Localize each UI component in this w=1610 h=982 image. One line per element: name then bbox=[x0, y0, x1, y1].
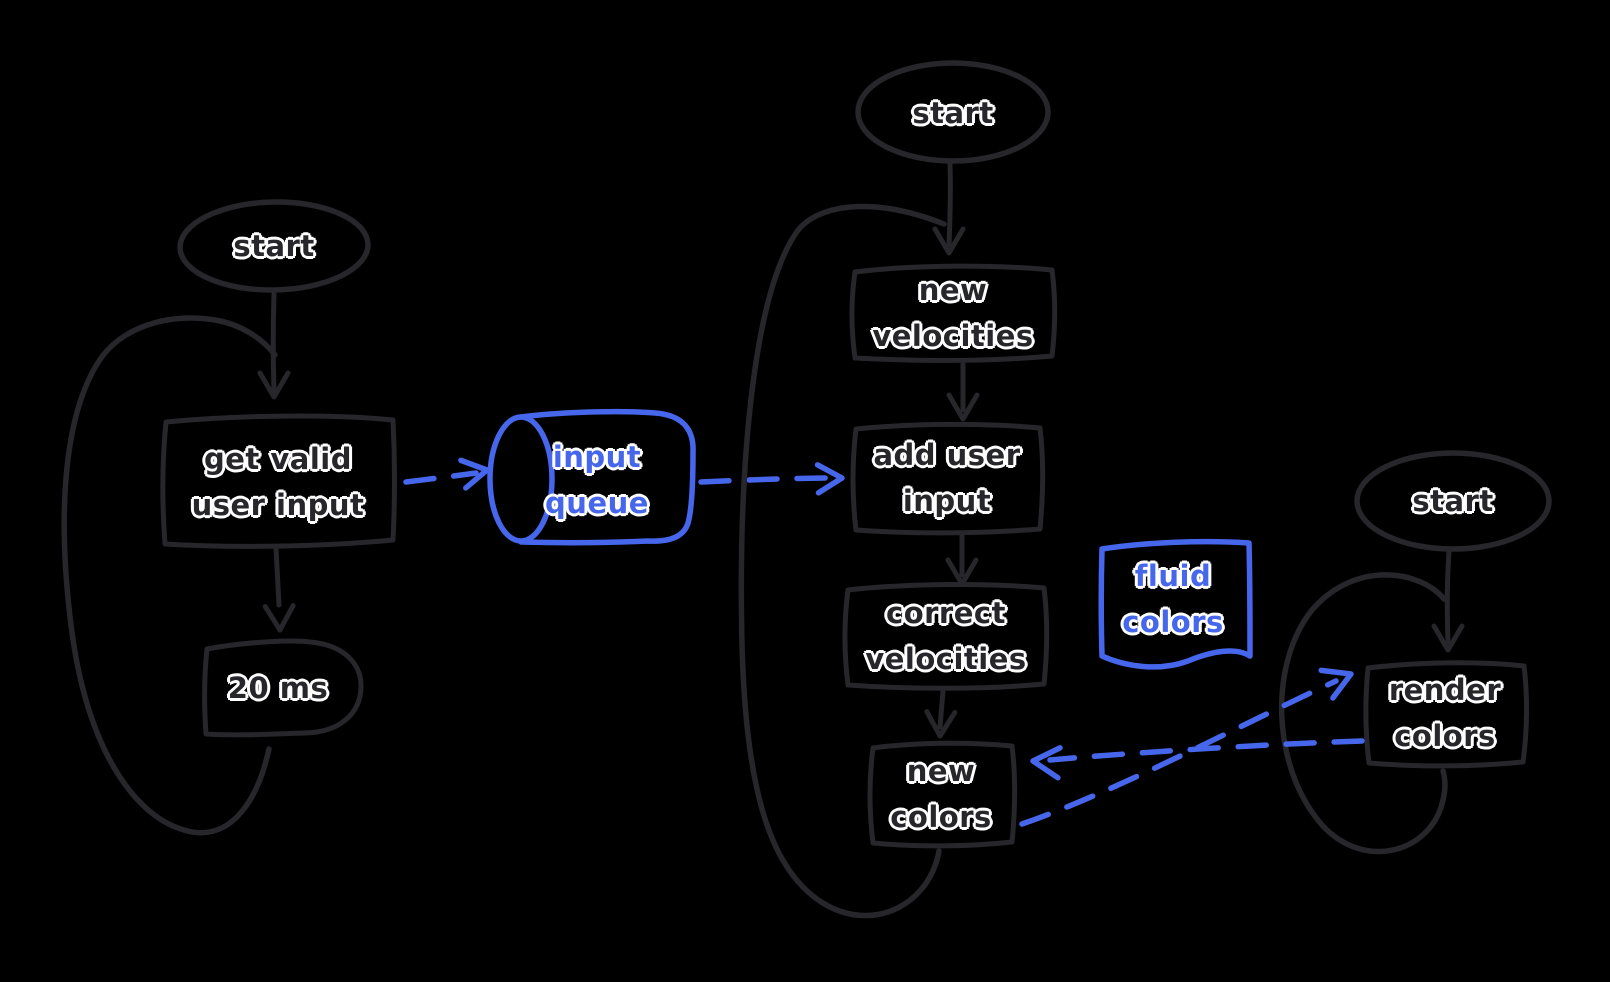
queue-cylinder-body bbox=[518, 408, 696, 546]
render-loop-start-ellipse bbox=[1354, 450, 1552, 552]
input-loop-process-box bbox=[160, 413, 397, 549]
sim-loop-group bbox=[738, 60, 1058, 919]
sim-step-correct-velocities-label: correct velocities bbox=[865, 596, 1027, 676]
sim-step-add-user-input-box bbox=[850, 421, 1046, 536]
arrowhead bbox=[1431, 623, 1465, 653]
arrow-queue-to-add-input bbox=[698, 475, 833, 485]
arrowhead bbox=[932, 226, 966, 256]
arrowhead-blue bbox=[458, 457, 490, 491]
render-loop-process-box bbox=[1363, 660, 1530, 769]
arrowhead-blue bbox=[814, 462, 845, 496]
sim-step-new-velocities-box bbox=[849, 263, 1058, 363]
input-loop-start-ellipse bbox=[177, 199, 371, 293]
arrowhead-blue bbox=[1030, 745, 1063, 781]
arrow-process-to-delay bbox=[273, 545, 282, 608]
arrow-render-to-new-colors bbox=[1047, 738, 1365, 763]
arrow-new-colors-to-render bbox=[1019, 678, 1339, 827]
render-loop-process-label: render colors bbox=[1388, 673, 1502, 753]
queue-group bbox=[403, 408, 845, 546]
arrowhead bbox=[262, 603, 296, 633]
store-document-shape bbox=[1098, 538, 1253, 670]
arrow-render-start-to-process bbox=[1444, 549, 1452, 645]
sim-loop-back-edge bbox=[738, 203, 947, 919]
sim-step-new-colors-box bbox=[867, 740, 1018, 849]
arrowhead-blue bbox=[1318, 667, 1354, 701]
sim-step-new-colors-label: new colors bbox=[890, 754, 992, 834]
sim-step-add-user-input-label: add user input bbox=[873, 438, 1021, 518]
arrow-sim-start-to-step1 bbox=[946, 161, 953, 248]
render-loop-group bbox=[1279, 450, 1552, 855]
render-loop-back-edge bbox=[1279, 572, 1448, 855]
sim-loop-start-ellipse bbox=[855, 60, 1051, 164]
arrow-step3-to-step4 bbox=[937, 688, 946, 730]
store-label: fluid colors bbox=[1122, 559, 1224, 639]
store-group bbox=[1098, 538, 1253, 670]
sim-step-correct-velocities-box bbox=[842, 581, 1050, 691]
arrow-process-to-queue bbox=[403, 470, 479, 485]
sim-loop-start-label: start bbox=[912, 96, 994, 130]
input-loop-process-label: get valid user input bbox=[191, 442, 365, 522]
arrowhead bbox=[924, 709, 958, 739]
cross-thread-arrows-group bbox=[1019, 667, 1365, 827]
arrow-input-start-to-process bbox=[270, 291, 277, 393]
input-loop-delay-box bbox=[202, 638, 364, 738]
arrowhead bbox=[946, 392, 980, 422]
input-loop-back-edge bbox=[61, 315, 278, 836]
input-loop-start-label: start bbox=[233, 229, 315, 263]
queue-label: input queue bbox=[545, 440, 649, 520]
sim-step-new-velocities-label: new velocities bbox=[872, 273, 1034, 353]
input-loop-group bbox=[61, 199, 397, 836]
render-loop-start-label: start bbox=[1412, 484, 1494, 518]
input-loop-delay-label: 20 ms bbox=[227, 671, 329, 705]
arrowhead bbox=[257, 370, 291, 400]
